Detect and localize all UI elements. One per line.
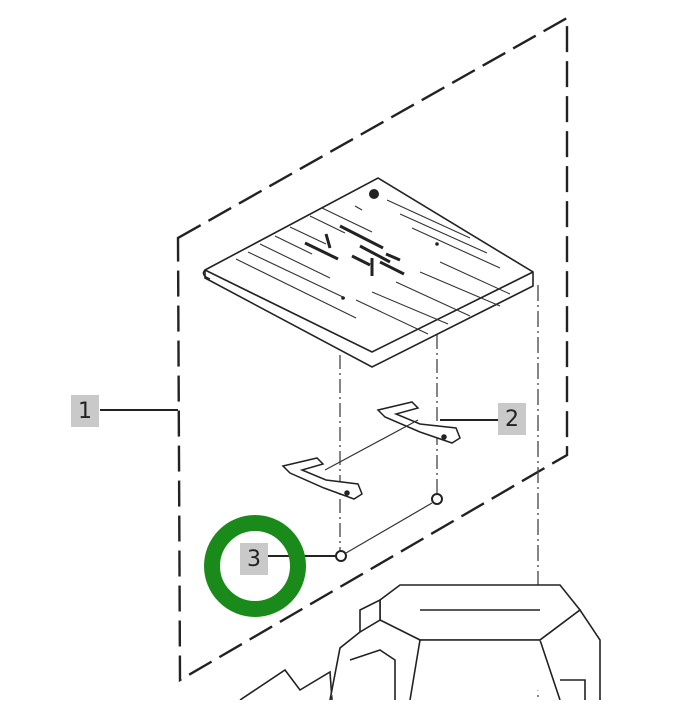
highlight-ring — [204, 515, 306, 617]
screw-upper — [431, 493, 443, 505]
clip-alignment-line — [324, 419, 419, 471]
spring-clip-upper — [376, 401, 461, 444]
cover-plate — [202, 177, 534, 368]
screw-lower — [335, 550, 347, 562]
callout-label-1[interactable]: 1 — [71, 395, 99, 427]
callout-label-3[interactable]: 3 — [240, 543, 268, 575]
callout-label-2[interactable]: 2 — [498, 403, 526, 435]
screw-alignment-line — [345, 502, 433, 554]
machine-base — [239, 584, 601, 701]
plate-screw-hole — [369, 189, 379, 199]
spring-clip-lower — [281, 457, 363, 500]
assembly-boundary — [176, 15, 569, 683]
